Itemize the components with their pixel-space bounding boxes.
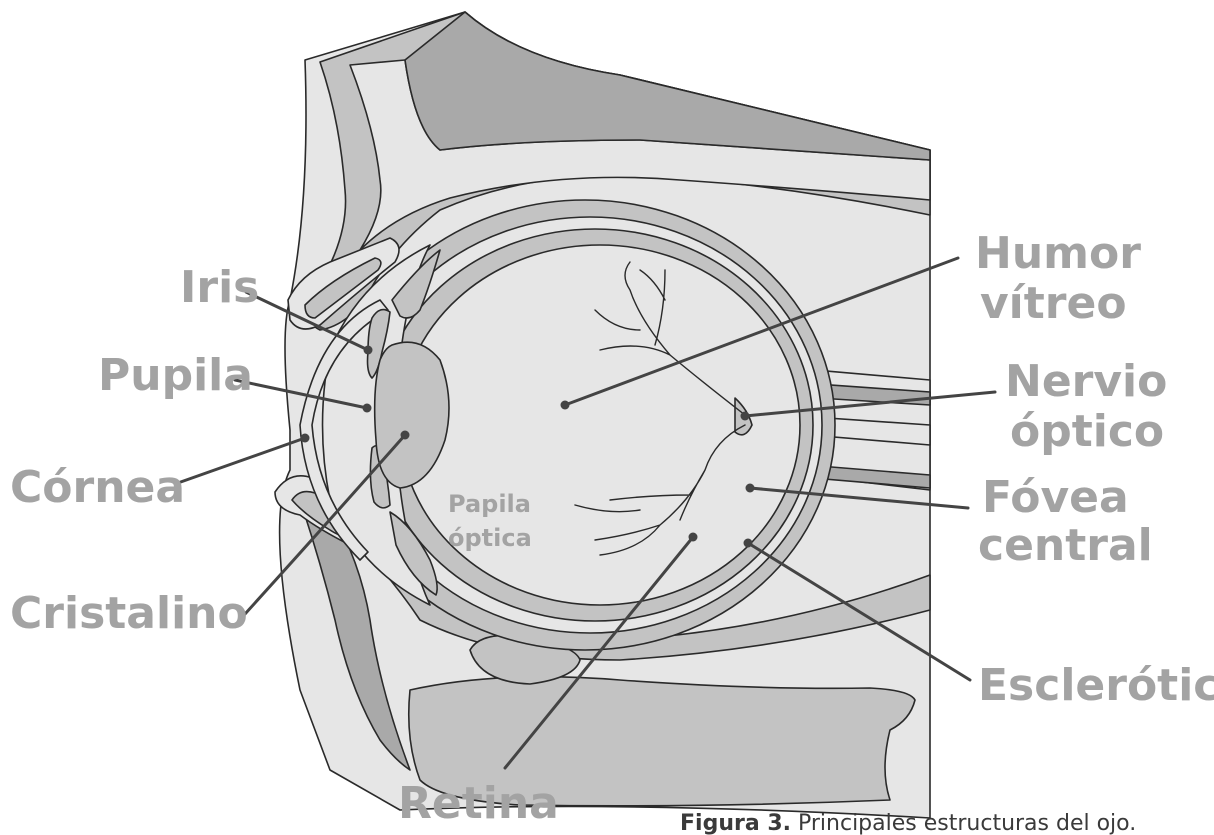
label-papila-line1: Papila <box>448 490 531 518</box>
caption-text: Principales estructuras del ojo. <box>791 811 1136 835</box>
label-fovea-line2: central <box>978 520 1153 571</box>
label-iris: Iris <box>180 262 259 313</box>
label-humor-line1: Humor <box>975 228 1141 279</box>
label-pupila: Pupila <box>98 350 253 401</box>
label-nervio-line1: Nervio <box>1005 356 1167 407</box>
label-nervio-line2: óptico <box>1010 406 1164 457</box>
label-cornea: Córnea <box>10 462 185 513</box>
label-humor-line2: vítreo <box>980 278 1127 329</box>
upper-dark-strip <box>405 12 930 160</box>
label-retina: Retina <box>398 778 559 829</box>
figure-caption: Figura 3. Principales estructuras del oj… <box>680 811 1136 835</box>
caption-figure-number: Figura 3. <box>680 811 791 835</box>
label-esclerotica: Esclerótica <box>978 660 1214 711</box>
label-cristalino: Cristalino <box>10 588 248 639</box>
label-fovea-line1: Fóvea <box>982 472 1129 523</box>
label-papila-line2: óptica <box>448 524 532 552</box>
